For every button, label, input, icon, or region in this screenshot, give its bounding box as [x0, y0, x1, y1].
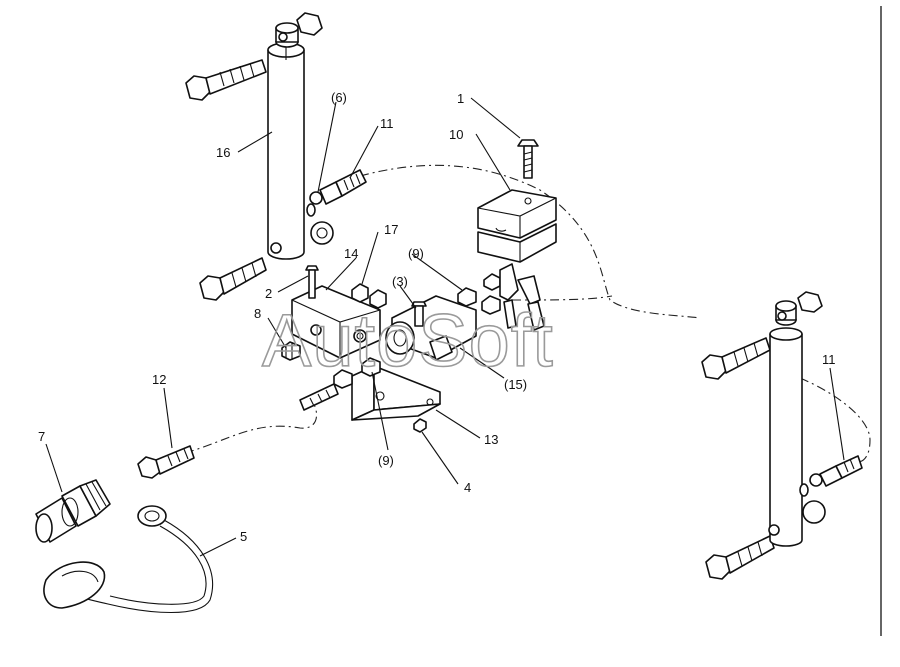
bolt-lower-left — [199, 257, 267, 301]
nut-top-left — [296, 12, 323, 36]
hose-upper — [359, 164, 701, 319]
valve-block — [291, 285, 381, 359]
hydraulic-cylinder-left — [185, 12, 334, 301]
bolt-upper-left — [185, 59, 267, 101]
hose-end-mid-left — [299, 383, 339, 411]
nut-top-right — [797, 291, 823, 313]
callout-1: 1 — [457, 91, 464, 106]
callout-9-lower: (9) — [378, 453, 394, 468]
fitting-9-upper — [457, 273, 501, 315]
screw-small — [305, 265, 319, 299]
clamp-bolt — [517, 139, 539, 179]
callout-8: 8 — [254, 306, 261, 321]
fitting-upper-left — [309, 169, 367, 205]
callout-2: 2 — [265, 286, 272, 301]
callout-7: 7 — [38, 429, 45, 444]
hose-fitting-12 — [137, 445, 195, 479]
callout-3: (3) — [392, 274, 408, 289]
callout-11-upper: 11 — [380, 116, 394, 131]
fitting-17 — [351, 283, 387, 309]
nut-4 — [413, 418, 427, 433]
callout-10: 10 — [449, 127, 463, 142]
hose-mid — [511, 295, 613, 301]
callout-9-upper: (9) — [408, 246, 424, 261]
clamp-block — [477, 189, 557, 263]
nut-side-right — [802, 500, 826, 524]
callout-6: (6) — [331, 90, 347, 105]
bolt-upper-right — [701, 337, 771, 380]
hose-right — [799, 377, 871, 463]
callout-4: 4 — [464, 480, 471, 495]
callout-11-right: 11 — [822, 352, 836, 367]
hydraulic-cylinder-right — [701, 291, 826, 580]
callout-labels: 1 10 (6) 11 16 14 17 2 8 (3) (9) (15) 13… — [38, 90, 836, 544]
quick-coupling — [35, 479, 111, 543]
callout-13: 13 — [484, 432, 498, 447]
hose-lower-left — [184, 397, 318, 454]
fitting-9-lower — [333, 357, 381, 389]
callout-17: 17 — [384, 222, 398, 237]
callout-16: 16 — [216, 145, 230, 160]
elbow-fittings — [499, 263, 545, 331]
dust-cap-with-strap — [43, 505, 214, 613]
screw-3 — [411, 301, 427, 327]
callout-5: 5 — [240, 529, 247, 544]
callout-15: (15) — [504, 377, 527, 392]
watermark-text: AutoSoft — [262, 299, 554, 382]
nut-side-left — [310, 221, 334, 245]
callout-14: 14 — [344, 246, 358, 261]
callout-12: 12 — [152, 372, 166, 387]
bolt-lower-right — [705, 535, 775, 580]
fitting-8 — [281, 341, 301, 361]
mounting-bracket — [351, 365, 441, 421]
fitting-right — [819, 455, 863, 487]
valve-body — [385, 295, 477, 361]
leader-lines — [45, 97, 845, 557]
